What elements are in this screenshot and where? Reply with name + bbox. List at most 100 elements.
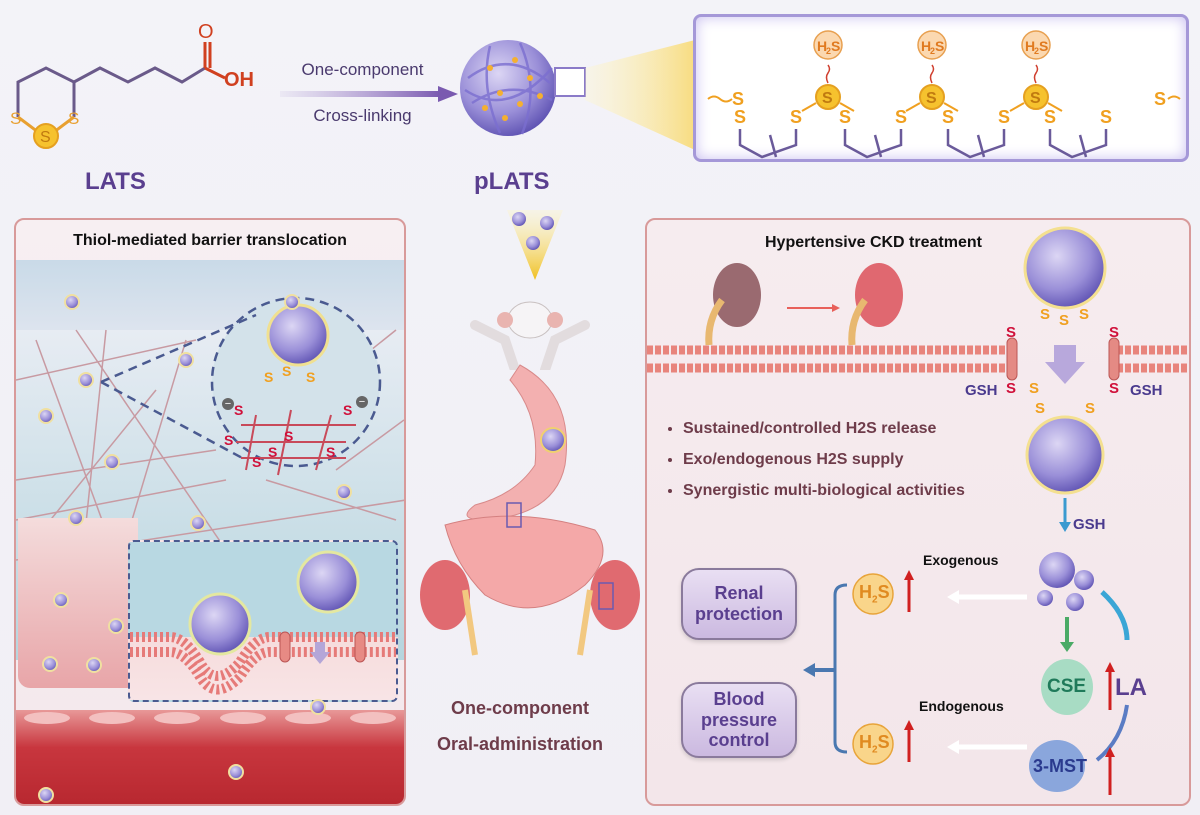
intestine <box>444 515 604 609</box>
panel-title: Hypertensive CKD treatment <box>765 234 982 251</box>
sulfur-atom: S <box>1079 306 1090 323</box>
down-arrow-icon <box>1059 522 1071 532</box>
central-sulfur-atom: S <box>926 90 937 107</box>
h2s-subscript: 2 <box>930 46 935 56</box>
release-arrow-icon <box>825 64 831 84</box>
cse-enzyme <box>1041 659 1093 715</box>
membrane-zoom-box <box>128 540 398 702</box>
bracket <box>833 583 848 754</box>
thiol-sulfur: S <box>1109 380 1120 397</box>
curved-arrow-icon <box>1100 590 1130 641</box>
thiol-exchange-zoom-circle <box>100 296 382 476</box>
endothelial-cells <box>24 712 396 726</box>
h2s-label: S <box>831 38 840 54</box>
matrix-fiber <box>16 339 197 381</box>
sulfur-atom: S <box>306 369 316 385</box>
nanoparticle-icon <box>42 656 58 672</box>
outcome-renal-protection: Renal protection <box>681 568 797 640</box>
zoom-spotlight <box>585 40 695 150</box>
feature-item: Exo/endogenous H2S supply <box>683 451 965 469</box>
thiol-sulfur: S <box>224 432 234 448</box>
increase-arrows <box>907 578 1112 795</box>
kidney-right <box>590 560 640 630</box>
h2s-subscript: 2 <box>826 46 831 56</box>
central-sulfur-atom: S <box>822 90 833 107</box>
curved-arrow-icon <box>1095 704 1129 762</box>
h2s-label: H2S <box>859 582 890 606</box>
backbone <box>946 129 1006 159</box>
sulfur-atom: S <box>1100 107 1112 127</box>
thiol-sulfur: S <box>343 402 353 418</box>
gastrointestinal-tract <box>420 364 640 656</box>
nanoparticle-icon <box>178 352 194 368</box>
down-arrow-icon <box>1045 345 1085 384</box>
h2s-molecule-icon <box>813 30 843 60</box>
matrix-fiber <box>16 479 227 521</box>
cell-membrane <box>130 550 396 695</box>
ckd-mechanism-graphic <box>647 226 1189 795</box>
mouse-icon <box>470 301 590 370</box>
thiolate-charge-icon: − <box>356 396 368 408</box>
central-sulfur-circle <box>919 84 945 110</box>
blood-vessel <box>16 710 404 804</box>
nanoparticle-icon <box>64 294 80 310</box>
matrix-fiber <box>125 339 187 541</box>
chain-end <box>1167 95 1181 100</box>
3-mst-label: 3-MST <box>1033 756 1087 776</box>
thiol-sulfur: S <box>1006 324 1017 341</box>
nanoparticle-sphere-icon <box>460 40 586 136</box>
h2s-label: H <box>1025 38 1035 54</box>
outcome-blood-pressure-control: Blood pressure control <box>681 682 797 758</box>
thiol-sulfur: S <box>284 428 294 444</box>
gsh-label: GSH <box>965 382 998 399</box>
cross-linking-arrow: One-component Cross-linking <box>280 60 460 130</box>
h2s-molecule-icon <box>1021 30 1051 60</box>
plats-label: pLATS <box>474 168 550 195</box>
healthy-kidney <box>855 263 903 327</box>
h2s-label: S <box>1039 38 1048 54</box>
nanoparticle-sphere-icon <box>188 592 252 656</box>
nanoparticle-icon <box>190 515 206 531</box>
feature-list: Sustained/controlled H2S release Exo/end… <box>661 420 965 500</box>
nanoparticle-sphere-icon <box>1023 226 1107 310</box>
exogenous-label: Exogenous <box>923 552 999 568</box>
nanoparticle-icon <box>86 657 102 673</box>
sulfur-atom: S <box>1040 306 1051 323</box>
nanoparticle-icon <box>336 484 352 500</box>
ckd-treatment-panel: Hypertensive CKD treatment <box>645 218 1191 806</box>
center-caption-line2: Oral-administration <box>436 734 604 754</box>
central-sulfur-atom: S <box>40 129 51 146</box>
3-mst-enzyme <box>1029 740 1085 792</box>
sulfur-atom: S <box>895 107 907 127</box>
sulfur-atom: S <box>68 109 79 128</box>
thiol-sulfur: S <box>1109 324 1120 341</box>
thiol-sulfur: S <box>234 402 244 418</box>
sulfur-atom: S <box>1029 380 1040 397</box>
center-caption-line1: One-component <box>451 698 589 718</box>
gsh-arrow-label: GSH <box>1073 516 1106 533</box>
arrow-label-bottom: Cross-linking <box>313 106 412 125</box>
sulfur-atom: S <box>282 363 292 379</box>
nanoparticle-sphere-icon <box>296 550 360 614</box>
degraded-nanoparticle <box>1037 552 1094 611</box>
carbonyl-oxygen: O <box>198 21 214 43</box>
sulfur-atom: S <box>1154 89 1166 109</box>
stomach <box>466 364 568 521</box>
central-sulfur-circle <box>33 123 59 149</box>
h2s-molecule-icon <box>917 30 947 60</box>
kidney-left <box>420 560 470 630</box>
small-nanoparticles <box>38 294 352 803</box>
nanoparticle-icon <box>53 592 69 608</box>
sulfur-atom: S <box>1085 400 1096 417</box>
matrix-fiber <box>75 329 227 551</box>
lats-label: LATS <box>85 168 146 195</box>
h2s-label: H <box>817 38 827 54</box>
nanoparticle-icon <box>310 699 326 715</box>
sulfur-atom: S <box>734 107 746 127</box>
release-arrow-icon <box>929 64 935 84</box>
h2s-molecule-icon <box>852 723 894 765</box>
la-label: LA <box>1115 674 1147 701</box>
lats-molecule: O OH S S S <box>0 0 270 200</box>
